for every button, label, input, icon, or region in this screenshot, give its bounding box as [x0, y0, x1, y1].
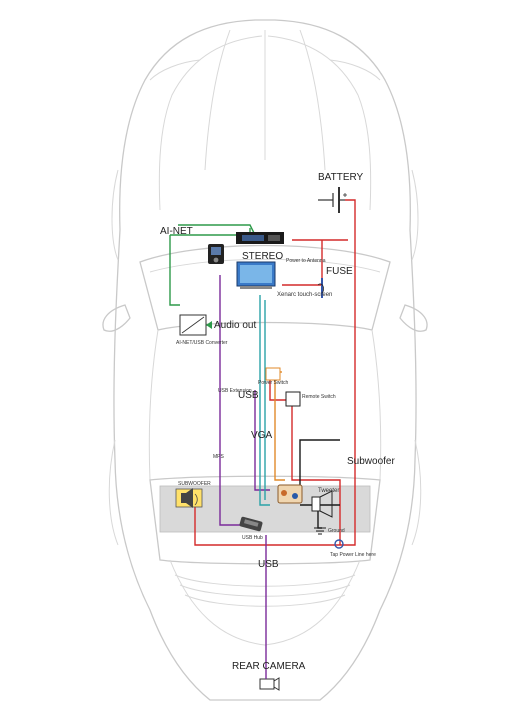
label-usb-mid: USB — [238, 390, 259, 401]
label-fuse: FUSE — [326, 266, 353, 277]
label-remote-switch: Remote Switch — [302, 394, 336, 400]
label-usb-extension: USB Extension — [218, 388, 252, 394]
label-stereo: STEREO — [242, 251, 283, 262]
rear-camera — [259, 665, 280, 691]
fuse — [317, 278, 325, 298]
label-tweeter: Tweeter — [318, 488, 339, 494]
label-ai-net-converter: AI-NET/USB Converter — [176, 340, 228, 346]
label-xenarc: Xenarc touch-screen — [277, 292, 332, 298]
ground-symbol — [314, 527, 326, 535]
amplifier — [277, 484, 303, 504]
subwoofer-speaker-icon — [175, 488, 203, 508]
label-ai-net: AI-NET — [160, 226, 193, 237]
battery-symbol — [318, 187, 347, 213]
label-usb-hub: USB Hub — [242, 535, 263, 541]
label-power-antenna: Power to Antenna — [286, 258, 326, 264]
car-outline — [102, 19, 428, 701]
xenarc-screen — [236, 261, 276, 289]
label-mps: MPS — [213, 454, 225, 460]
ai-net-converter — [179, 314, 207, 336]
tap-power-marker — [334, 539, 344, 549]
stereo-unit — [236, 232, 284, 244]
label-battery: BATTERY — [318, 172, 364, 183]
tweeter-cone — [311, 490, 333, 518]
usb-hub-device — [239, 516, 263, 532]
power-switch-box — [265, 367, 281, 381]
label-subwoofer-left: SUBWOOFER — [178, 481, 211, 487]
mp3-device — [208, 244, 224, 264]
label-vga: VGA — [251, 430, 272, 441]
label-rear-camera: REAR CAMERA — [232, 661, 306, 672]
label-power-switch: Power Switch — [258, 380, 289, 386]
label-subwoofer-right: Subwoofer — [347, 456, 395, 467]
remote-switch-box — [285, 391, 301, 407]
label-audio-out: Audio out — [214, 320, 256, 331]
label-usb-bottom: USB — [258, 559, 279, 570]
label-ground: Ground — [328, 528, 345, 534]
labels: BATTERY AI-NET STEREO Power to Antenna F… — [160, 172, 395, 672]
label-tap-power: Tap Power Line here — [330, 552, 376, 558]
audio-out-arrow — [206, 321, 212, 329]
